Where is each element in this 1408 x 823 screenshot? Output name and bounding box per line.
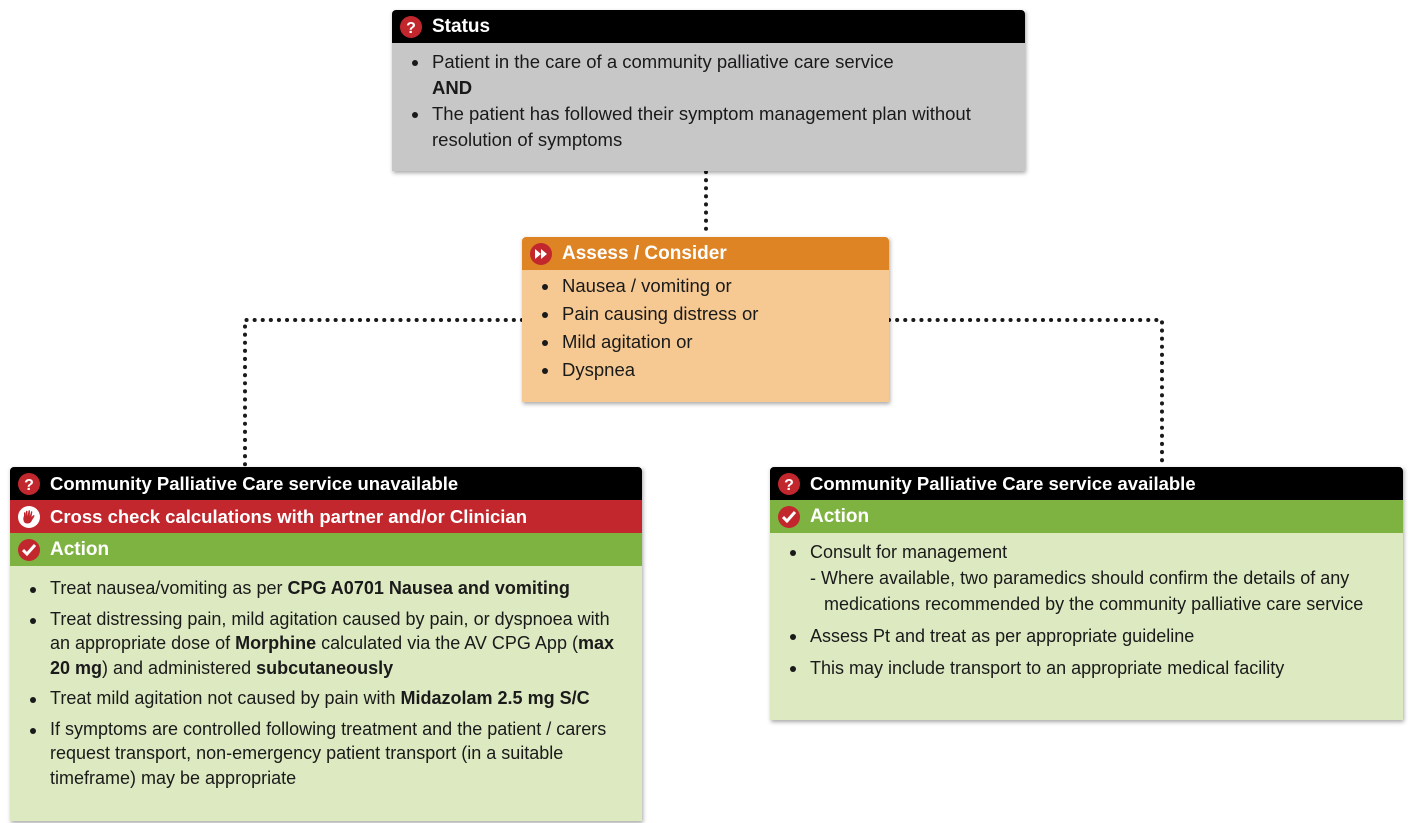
right-action-title: Action [810, 505, 870, 527]
left-branch-box: ? Community Palliative Care service unav… [10, 467, 642, 821]
right-title-header: ? Community Palliative Care service avai… [770, 467, 1403, 500]
left-action-item: Treat distressing pain, mild agitation c… [24, 607, 628, 681]
assess-item: Dyspnea [536, 357, 875, 383]
status-item: The patient has followed their symptom m… [406, 101, 1011, 153]
right-action-item: Assess Pt and treat as per appropriate g… [784, 623, 1389, 649]
assess-box: Assess / Consider Nausea / vomiting or P… [522, 237, 889, 402]
status-and: AND [432, 77, 473, 98]
status-box: ? Status Patient in the care of a commun… [392, 10, 1025, 171]
status-body: Patient in the care of a community palli… [392, 43, 1025, 171]
question-icon: ? [400, 15, 422, 38]
assess-item: Nausea / vomiting or [536, 273, 875, 299]
caution-text: Cross check calculations with partner an… [50, 505, 528, 527]
question-icon: ? [778, 472, 800, 495]
caution-header: Cross check calculations with partner an… [10, 500, 642, 533]
left-action-title: Action [50, 538, 110, 560]
assess-item: Pain causing distress or [536, 301, 875, 327]
fast-forward-icon [530, 242, 552, 265]
right-branch-box: ? Community Palliative Care service avai… [770, 467, 1403, 720]
status-item: Patient in the care of a community palli… [406, 49, 1011, 75]
left-action-item: Treat nausea/vomiting as per CPG A0701 N… [24, 576, 628, 601]
connector-assess-right [887, 318, 1164, 468]
left-action-body: Treat nausea/vomiting as per CPG A0701 N… [10, 566, 642, 821]
left-action-item: Treat mild agitation not caused by pain … [24, 686, 628, 711]
left-title-header: ? Community Palliative Care service unav… [10, 467, 642, 500]
status-title: Status [432, 15, 491, 37]
right-action-header: Action [770, 500, 1403, 533]
svg-text:?: ? [406, 20, 416, 35]
left-title: Community Palliative Care service unavai… [50, 472, 459, 494]
hand-stop-icon [18, 505, 40, 528]
right-title: Community Palliative Care service availa… [810, 472, 1196, 494]
right-action-item: This may include transport to an appropr… [784, 655, 1389, 681]
svg-text:?: ? [24, 477, 34, 492]
assess-item: Mild agitation or [536, 329, 875, 355]
status-header: ? Status [392, 10, 1025, 43]
question-icon: ? [18, 472, 40, 495]
check-icon [18, 538, 40, 561]
assess-title: Assess / Consider [562, 242, 727, 264]
right-action-subitem: - Where available, two paramedics should… [810, 568, 1364, 614]
connector-assess-left [243, 318, 524, 468]
left-action-header: Action [10, 533, 642, 566]
assess-header: Assess / Consider [522, 237, 889, 270]
assess-body: Nausea / vomiting or Pain causing distre… [522, 270, 889, 402]
right-action-body: Consult for management - Where available… [770, 533, 1403, 720]
right-action-item: Consult for management - Where available… [784, 539, 1389, 617]
left-action-item: If symptoms are controlled following tre… [24, 717, 628, 791]
svg-text:?: ? [784, 477, 794, 492]
check-icon [778, 505, 800, 528]
